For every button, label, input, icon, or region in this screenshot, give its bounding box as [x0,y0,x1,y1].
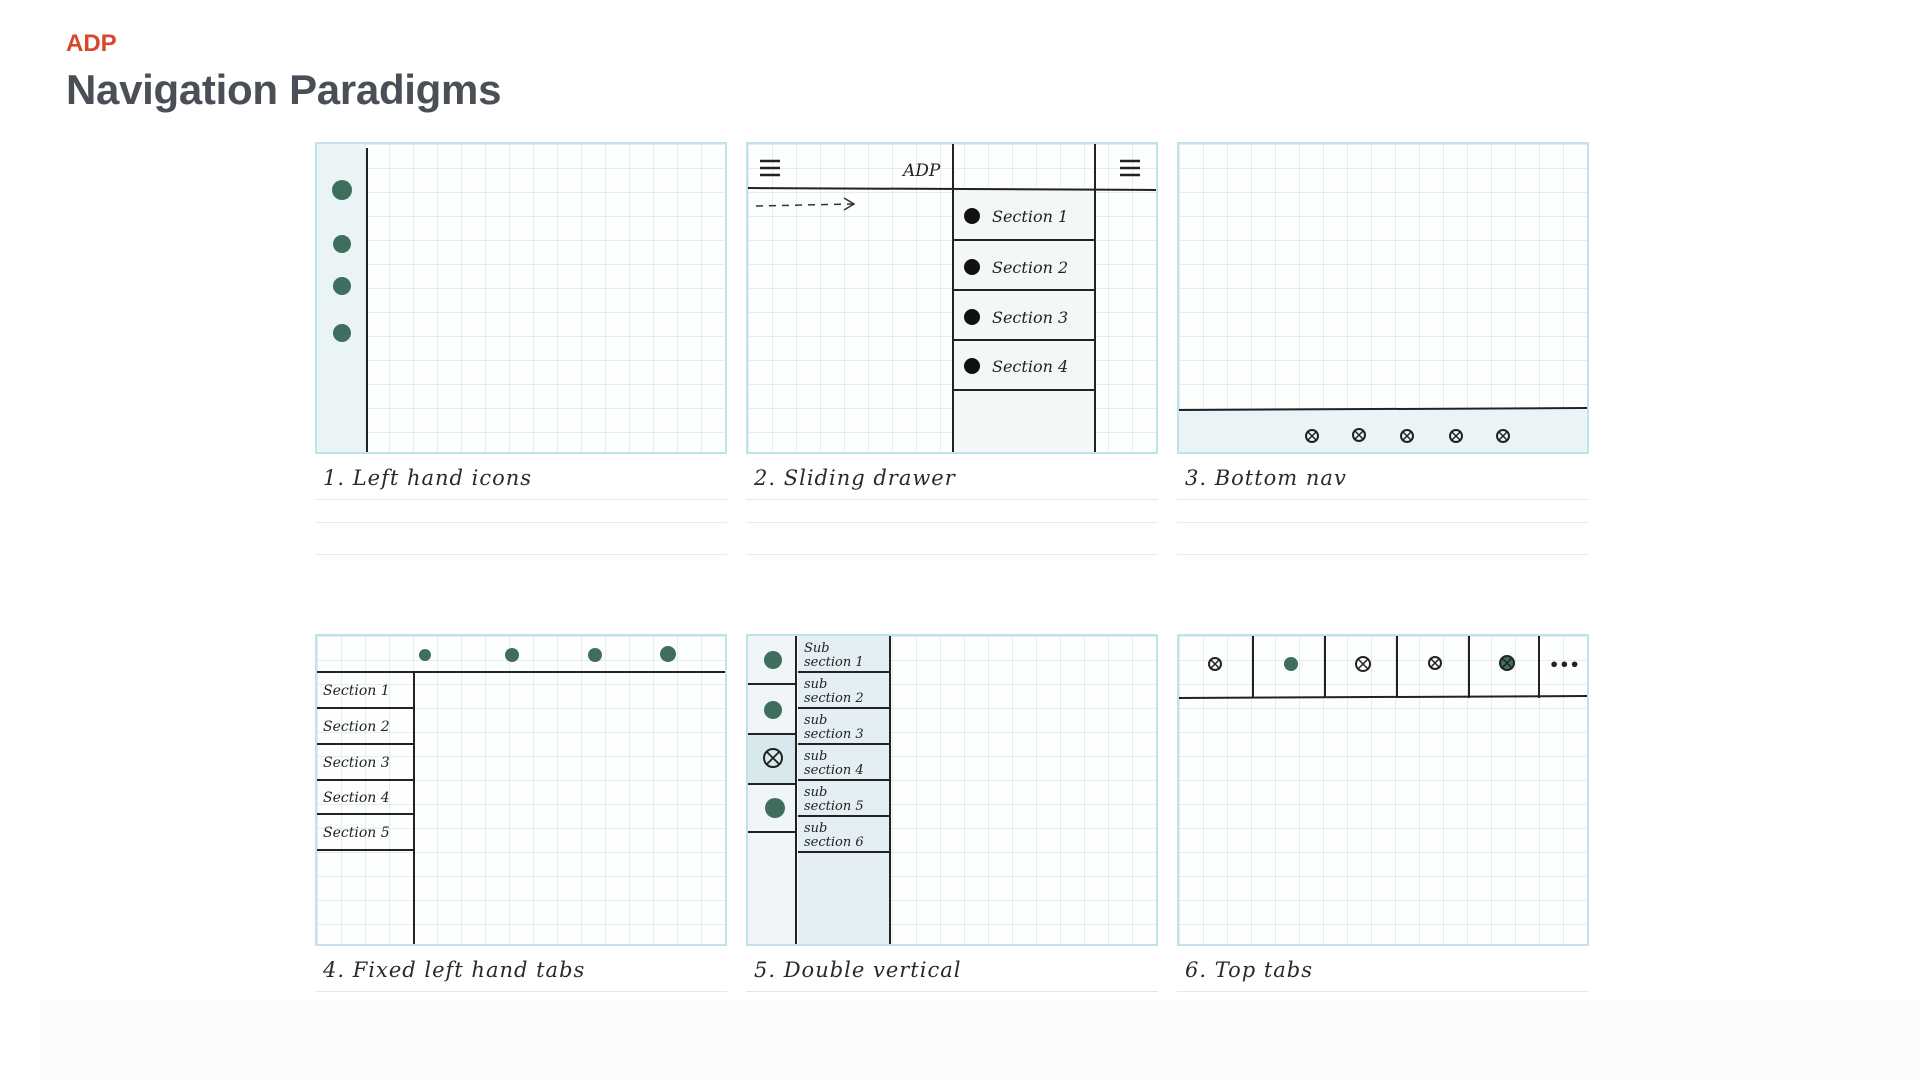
primary-icon-dot [765,798,785,818]
ruled-line [315,522,727,523]
nav-x-icon [1449,429,1463,443]
left-tab: Section 1 [323,683,390,699]
sketch-fixed-left-tabs: Section 1 Section 2 Section 3 Section 4 … [317,646,725,944]
sketch-left-hand-icons [317,144,368,452]
top-icon-dot [588,648,602,662]
panel-left-hand-icons [315,142,727,454]
panel-caption: 4. Fixed left hand tabs [315,952,727,992]
drawer-item-dot [964,259,980,275]
panel-double-vertical: Sub section 1 sub section 2 sub section … [746,634,1158,946]
sub-section-item: Sub [804,641,830,656]
hamburger-icon [760,159,780,177]
primary-icon-dot [764,651,782,669]
sub-section-item: section 3 [804,727,864,742]
nav-x-icon [1352,428,1366,442]
sub-section-item: section 1 [804,655,864,670]
page-title: Navigation Paradigms [66,66,502,113]
nav-icon-dot [333,277,351,295]
sub-section-item: section 5 [804,799,864,814]
panel-bottom-nav [1177,142,1589,454]
tab-bar-rule [1179,695,1587,699]
sketch-top-tabs: ••• [1179,636,1587,699]
sketch-sliding-drawer: ADP Section 1 Section 2 Section 3 Sectio… [748,144,1156,452]
left-tab: Section 5 [323,825,390,841]
tab-icon-dot [1284,657,1298,671]
bottom-nav-icons [1305,428,1510,443]
nav-icon-dot [333,324,351,342]
sketch-bottom-nav [1179,407,1587,452]
sub-section-item: section 6 [804,835,864,850]
nav-icon-dot [333,235,351,253]
sub-section-item: sub [804,785,827,800]
drawer-item-dot [964,208,980,224]
panel-caption: 2. Sliding drawer [746,460,1158,500]
sub-section-item: section 4 [804,763,864,778]
more-tabs-icon: ••• [1549,655,1580,674]
panel-caption: 1. Left hand icons [315,460,727,500]
tab-x-icon [1428,656,1442,670]
tab-x-icon [1499,655,1515,671]
primary-icon-dot [764,701,782,719]
arrowhead-icon [843,197,856,211]
sketch-sheet: 1. Left hand icons ADP Sec [300,130,1640,1010]
left-tab: Section 4 [323,790,390,806]
sub-section-item: sub [804,713,827,728]
ruled-line [746,522,1158,523]
tab-x-icon [1355,656,1371,672]
sketch-double-vertical: Sub section 1 sub section 2 sub section … [748,636,891,944]
top-icon-dot [419,649,431,661]
tab-x-icon [1208,657,1222,671]
drawer-item: Section 3 [992,308,1068,327]
sub-section-item: sub [804,749,827,764]
sub-section-labels: Sub section 1 sub section 2 sub section … [804,641,864,850]
drawer-item: Section 2 [992,258,1068,277]
sub-section-item: sub [804,821,827,836]
hamburger-icon [1120,159,1140,177]
drawer-item: Section 1 [992,207,1068,226]
top-icon-dot [660,646,676,662]
left-tab: Section 3 [323,755,390,771]
ruled-line [1177,522,1589,523]
panel-fixed-left-tabs: Section 1 Section 2 Section 3 Section 4 … [315,634,727,946]
sub-section-item: section 2 [804,691,864,706]
bottom-bar-fill [1179,410,1587,452]
app-label: ADP [901,161,941,181]
sub-section-item: sub [804,677,827,692]
ruled-line [1177,554,1589,555]
bottom-bar-rule [1179,407,1587,411]
nav-x-icon [1305,429,1319,443]
panel-caption: 5. Double vertical [746,952,1158,992]
primary-rail-fill [748,636,796,944]
nav-x-icon [1400,429,1414,443]
drawer-item-dot [964,358,980,374]
slide-arrow [755,203,854,207]
drawer-item-dot [964,309,980,325]
ruled-line [315,554,727,555]
panel-caption: 3. Bottom nav [1177,460,1589,500]
primary-x-icon [763,748,783,768]
ruled-line [746,554,1158,555]
left-tab: Section 2 [323,719,390,735]
secondary-rail-fill [798,636,890,944]
nav-icon-dot [332,180,352,200]
nav-x-icon [1496,429,1510,443]
drawer-item: Section 4 [992,357,1068,376]
brand-eyebrow: ADP [66,30,117,57]
bottom-strip [40,1000,1920,1080]
panel-sliding-drawer: ADP Section 1 Section 2 Section 3 Sectio… [746,142,1158,454]
top-icon-dot [505,648,519,662]
panel-top-tabs: ••• [1177,634,1589,946]
panel-caption: 6. Top tabs [1177,952,1589,992]
